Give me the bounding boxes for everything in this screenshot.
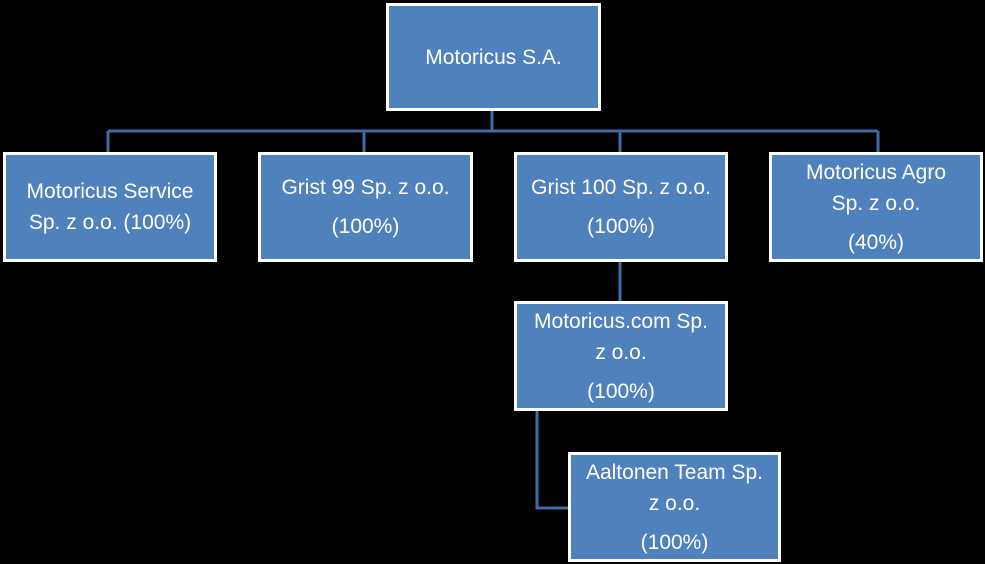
node-label-line: Aaltonen Team Sp. [585, 460, 764, 484]
node-label-line: (100%) [640, 530, 709, 554]
node-label-line: z o.o. [595, 340, 647, 364]
node-label-line: (100%) [331, 215, 400, 238]
node-grist-100: Grist 100 Sp. z o.o. (100%) [514, 152, 728, 262]
node-motoricus-agro: Motoricus Agro Sp. z o.o. (40%) [769, 152, 983, 262]
node-label-line: Motoricus Service [26, 180, 194, 203]
connector-motoricus-com-to-aaltonen [535, 410, 570, 510]
node-label-line: Motoricus S.A. [425, 45, 562, 69]
node-label-line: z o.o. [648, 491, 701, 515]
node-aaltonen-team: Aaltonen Team Sp. z o.o. (100%) [568, 452, 781, 562]
node-motoricus-service: Motoricus Service Sp. z o.o. (100%) [3, 152, 217, 262]
node-label-line: Sp. z o.o. [831, 191, 921, 215]
node-label-line: Motoricus Agro [805, 160, 947, 184]
node-motoricus-com: Motoricus.com Sp. z o.o. (100%) [514, 301, 728, 411]
node-label-line: Sp. z o.o. (100%) [28, 211, 192, 234]
node-motoricus-sa: Motoricus S.A. [386, 3, 601, 111]
node-label-line: Grist 99 Sp. z o.o. [281, 176, 450, 199]
node-label-line: (100%) [587, 379, 655, 403]
node-label-line: (100%) [587, 215, 655, 238]
node-grist-99: Grist 99 Sp. z o.o. (100%) [258, 152, 473, 262]
node-label-line: Motoricus.com Sp. [534, 309, 708, 333]
node-label-line: (40%) [847, 230, 905, 254]
node-label-line: Grist 100 Sp. z o.o. [531, 176, 711, 199]
